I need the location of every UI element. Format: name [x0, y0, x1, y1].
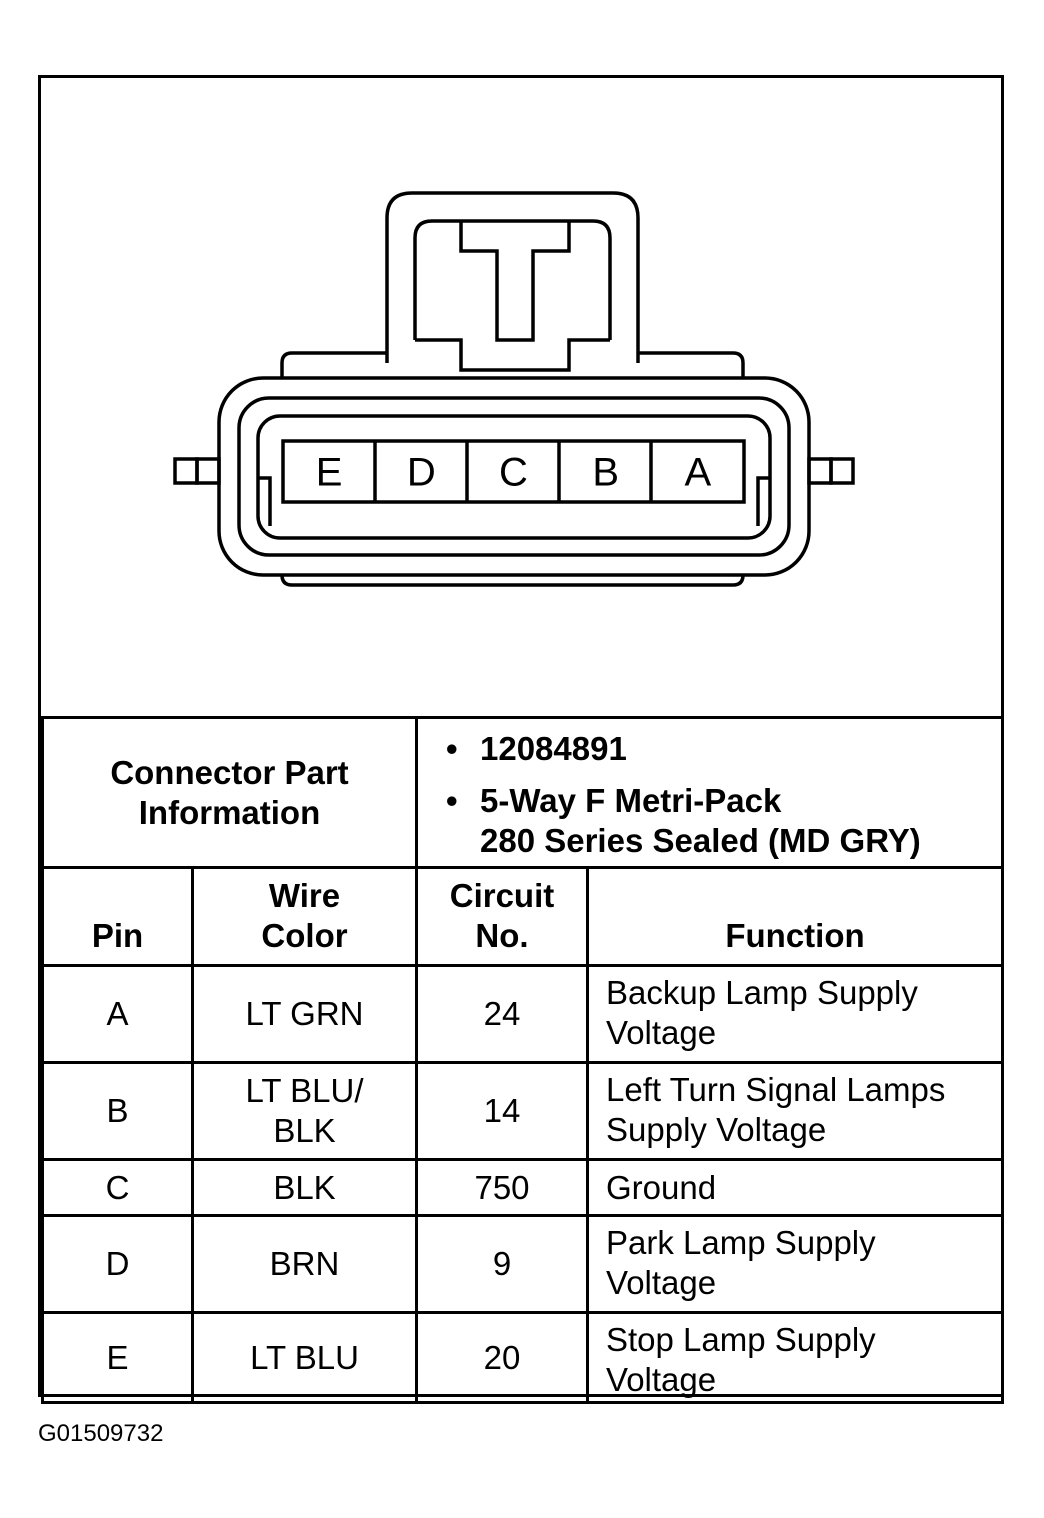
t-latch — [459, 221, 571, 342]
cell-circuit: 9 — [415, 1214, 589, 1314]
cell-function: Ground — [585, 1158, 1005, 1217]
left-clip — [258, 476, 272, 526]
pin-label-a: A — [685, 451, 712, 495]
table-row: C BLK 750 Ground — [41, 1158, 1005, 1217]
wire-l2: BLK — [273, 1112, 336, 1149]
header-pin-text: Pin — [91, 917, 144, 954]
header-wire-l2: Color — [261, 917, 348, 954]
part-info-label: Connector Part Information — [41, 716, 418, 869]
locking-tab-inner — [413, 219, 612, 340]
cell-wire-color: BRN — [191, 1214, 418, 1314]
wire-l1: LT BLU/ — [245, 1072, 364, 1109]
connector-table: Connector Part Information 12084891 5-Wa… — [41, 716, 1005, 1404]
part-number: 12084891 — [446, 729, 1001, 769]
header-circuit-l1: Circuit — [449, 877, 555, 914]
pin-label-b: B — [592, 451, 619, 495]
part-info-label-text: Connector Part Information — [110, 753, 349, 831]
header-wire-color: Wire Color — [191, 866, 418, 967]
cell-pin: A — [41, 964, 194, 1064]
pin-label-e: E — [316, 451, 343, 495]
left-peg — [173, 457, 199, 485]
header-pin: Pin — [41, 866, 194, 967]
locking-tab-outer — [385, 191, 640, 363]
part-info-row: Connector Part Information 12084891 5-Wa… — [41, 716, 1005, 869]
function-l1: Backup Lamp Supply — [606, 974, 918, 1011]
header-wire-l1: Wire — [268, 877, 341, 914]
t-latch-base — [415, 338, 610, 372]
pin-label-c: C — [499, 451, 528, 495]
pin-label-d: D — [407, 451, 436, 495]
cell-pin: D — [41, 1214, 194, 1314]
wire-l1: LT GRN — [245, 995, 364, 1032]
cell-circuit: 20 — [415, 1311, 589, 1404]
header-circuit-l2: No. — [475, 917, 529, 954]
cell-wire-color: LT GRN — [191, 964, 418, 1064]
header-function: Function — [585, 866, 1005, 967]
figure-id-caption: G01509732 — [38, 1420, 164, 1447]
cell-pin: E — [41, 1311, 194, 1404]
header-function-text: Function — [725, 917, 865, 954]
function-l1: Stop Lamp Supply — [606, 1321, 876, 1358]
bottom-lip — [280, 574, 745, 587]
function-l1: Park Lamp Supply — [606, 1224, 876, 1261]
right-peg-inner — [829, 457, 855, 485]
cell-pin: C — [41, 1158, 194, 1217]
wire-l1: BRN — [269, 1245, 340, 1282]
function-l1: Left Turn Signal Lamps — [606, 1071, 946, 1108]
part-info-values: 12084891 5-Way F Metri-Pack 280 Series S… — [414, 716, 1005, 869]
shoulder-band — [280, 351, 745, 378]
pin-cavity-box — [281, 439, 746, 504]
part-description-line1: 5-Way F Metri-Pack — [446, 781, 1001, 821]
cell-circuit: 14 — [415, 1061, 589, 1161]
function-l2: Voltage — [606, 1264, 717, 1301]
cell-circuit: 24 — [415, 964, 589, 1064]
function-l2: Voltage — [606, 1361, 717, 1398]
cell-pin: B — [41, 1061, 194, 1161]
cell-wire-color: LT BLU/BLK — [191, 1061, 418, 1161]
wire-l1: LT BLU — [250, 1338, 359, 1376]
table-header-row: Pin Wire Color Circuit No. Function — [41, 866, 1005, 967]
function-l2: Voltage — [606, 1014, 717, 1051]
cell-wire-color: BLK — [191, 1158, 418, 1217]
right-peg — [807, 457, 833, 485]
function-l2: Supply Voltage — [606, 1111, 827, 1148]
cell-wire-color: LT BLU — [191, 1311, 418, 1404]
function-l1: Ground — [606, 1169, 717, 1206]
middle-body — [237, 396, 791, 557]
right-clip — [756, 476, 770, 526]
header-circuit: Circuit No. — [415, 866, 589, 967]
part-description-line2: 280 Series Sealed (MD GRY) — [480, 822, 921, 859]
wire-l1: BLK — [273, 1168, 336, 1206]
cell-circuit: 750 — [415, 1158, 589, 1217]
left-peg-inner — [195, 457, 221, 485]
